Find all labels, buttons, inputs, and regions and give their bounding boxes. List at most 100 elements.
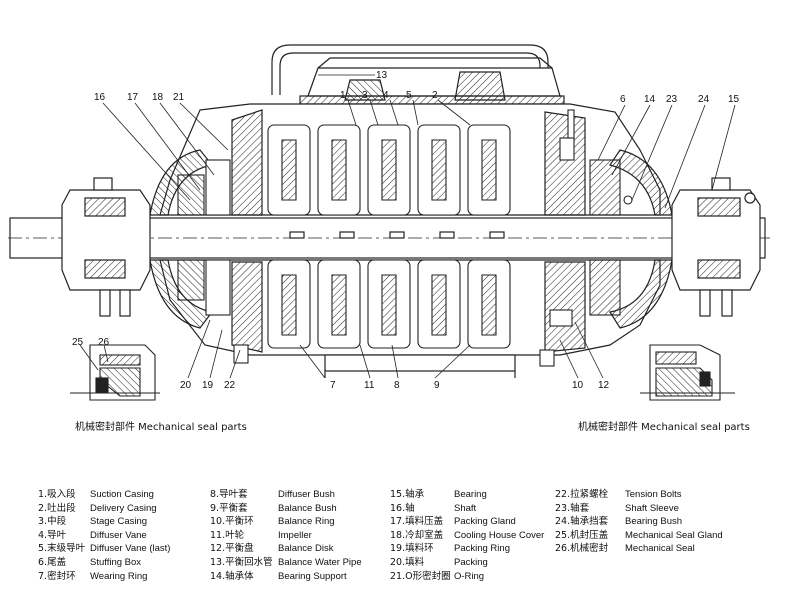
leader-lines	[79, 74, 736, 379]
legend-en: Balance Bush	[278, 502, 337, 514]
legend-en: Diffuser Bush	[278, 489, 335, 500]
legend-item: 13.平衡回水管 Balance Water Pipe	[210, 556, 385, 570]
legend-cn: 12.平衡盘	[210, 543, 254, 555]
legend-cn: 21.O形密封圈	[390, 570, 451, 582]
legend-column-2: 8.导叶套 Diffuser Bush 9.平衡套 Balance Bush 10.…	[210, 488, 385, 583]
callout-5: 5	[406, 90, 412, 101]
legend-en: Diffuser Vane (last)	[90, 543, 171, 555]
legend-en: Mechanical Seal Gland	[625, 529, 723, 541]
balance-water-pipe	[271, 44, 549, 95]
legend-item: 5.末级导叶 Diffuser Vane (last)	[38, 542, 203, 556]
legend-cn: 24.轴承挡套	[555, 516, 609, 528]
callout-19: 19	[202, 380, 214, 391]
legend-en: Diffuser Vane	[90, 529, 147, 541]
legend-en: Impeller	[278, 529, 312, 541]
callout-17: 17	[127, 92, 139, 103]
legend-en: Packing Gland	[454, 516, 516, 528]
callout-11: 11	[364, 380, 375, 391]
callout-21: 21	[173, 92, 185, 103]
legend-en: Suction Casing	[90, 489, 154, 500]
callout-13: 13	[376, 70, 388, 81]
legend-cn: 22.拉紧螺栓	[555, 489, 609, 500]
callout-10: 10	[572, 380, 584, 391]
legend-en: Stage Casing	[90, 516, 148, 528]
legend-en: Packing Ring	[454, 543, 510, 555]
callout-2: 2	[432, 90, 438, 101]
right-balance-area	[559, 109, 633, 316]
legend-cn: 9.平衡套	[210, 502, 248, 514]
legend-cn: 2.吐出段	[38, 502, 76, 514]
legend-en: Shaft	[454, 502, 477, 514]
legend-en: Tension Bolts	[625, 489, 682, 500]
legend-cn: 18.冷却室盖	[390, 529, 444, 541]
legend-item: 26.机械密封 Mechanical Seal	[555, 542, 795, 556]
pump-cross-section-drawing: 1 3 4 5 2 13 16 17 18 21 6 14 23 24 15 2…	[8, 44, 770, 401]
legend-cn: 15.轴承	[390, 489, 425, 500]
legend-cn: 14.轴承体	[210, 570, 254, 582]
legend-cn: 5.末级导叶	[38, 543, 86, 555]
callout-3: 3	[362, 90, 368, 101]
legend-en: Stuffing Box	[90, 556, 142, 568]
callout-16: 16	[94, 92, 106, 103]
callout-25: 25	[72, 337, 84, 348]
legend-item: 12.平衡盘 Balance Disk	[210, 542, 385, 556]
legend-en: Delivery Casing	[90, 502, 157, 514]
callout-23: 23	[666, 94, 678, 105]
legend-cn: 8.导叶套	[210, 489, 248, 500]
legend-en: Mechanical Seal	[625, 543, 695, 555]
legend-item: 19.填料环 Packing Ring	[390, 542, 552, 556]
callout-6: 6	[620, 94, 626, 105]
right-bearing-support	[671, 177, 761, 317]
legend-en: O-Ring	[454, 570, 485, 582]
legend-cn: 26.机械密封	[555, 543, 609, 555]
callout-26: 26	[98, 337, 110, 348]
legend-cn: 19.填料环	[390, 543, 434, 555]
callout-15: 15	[728, 94, 740, 105]
legend-cn: 25.机封压盖	[555, 529, 609, 541]
right-seal-detail	[640, 344, 735, 401]
legend-column-4: 22.拉紧螺栓 Tension Bolts 23.轴套 Shaft Sleeve 2…	[555, 488, 795, 556]
callout-12: 12	[598, 380, 610, 391]
callout-9: 9	[434, 380, 440, 391]
left-bearing-support	[61, 177, 151, 317]
callout-1: 1	[340, 90, 346, 101]
tension-bolts	[233, 309, 573, 367]
legend-item: 23.轴套 Shaft Sleeve	[555, 502, 795, 516]
legend-cn: 1.吸入段	[38, 489, 76, 500]
legend-cn: 10.平衡环	[210, 516, 254, 528]
legend-cn: 17.填料压盖	[390, 516, 444, 528]
legend-item: 25.机封压盖 Mechanical Seal Gland	[555, 529, 795, 543]
legend-item: 1.吸入段 Suction Casing	[38, 488, 203, 502]
legend-cn: 23.轴套	[555, 502, 590, 514]
legend-cn: 6.尾盖	[38, 556, 67, 568]
legend-cn: 13.平衡回水管	[210, 556, 273, 568]
callout-22: 22	[224, 380, 236, 391]
right-seal-caption: 机械密封部件 Mechanical seal parts	[578, 422, 750, 433]
legend-item: 8.导叶套 Diffuser Bush	[210, 488, 385, 502]
legend-item: 15.轴承 Bearing	[390, 488, 552, 502]
callout-20: 20	[180, 380, 192, 391]
legend-item: 6.尾盖 Stuffing Box	[38, 556, 203, 570]
left-seal-caption: 机械密封部件 Mechanical seal parts	[75, 422, 247, 433]
legend-en: Shaft Sleeve	[625, 502, 679, 514]
left-seal-detail	[70, 344, 160, 401]
legend-column-1: 1.吸入段 Suction Casing 2.吐出段 Delivery Casing…	[38, 488, 203, 583]
callout-24: 24	[698, 94, 710, 105]
callout-4: 4	[383, 90, 389, 101]
legend-en: Bearing Bush	[625, 516, 683, 528]
legend-en: Bearing	[454, 489, 487, 500]
legend-en: Balance Water Pipe	[278, 556, 362, 568]
legend-item: 2.吐出段 Delivery Casing	[38, 502, 203, 516]
legend-item: 17.填料压盖 Packing Gland	[390, 515, 552, 529]
parts-legend: 1.吸入段 Suction Casing 2.吐出段 Delivery Casing…	[0, 488, 800, 600]
legend-en: Balance Disk	[278, 543, 334, 555]
